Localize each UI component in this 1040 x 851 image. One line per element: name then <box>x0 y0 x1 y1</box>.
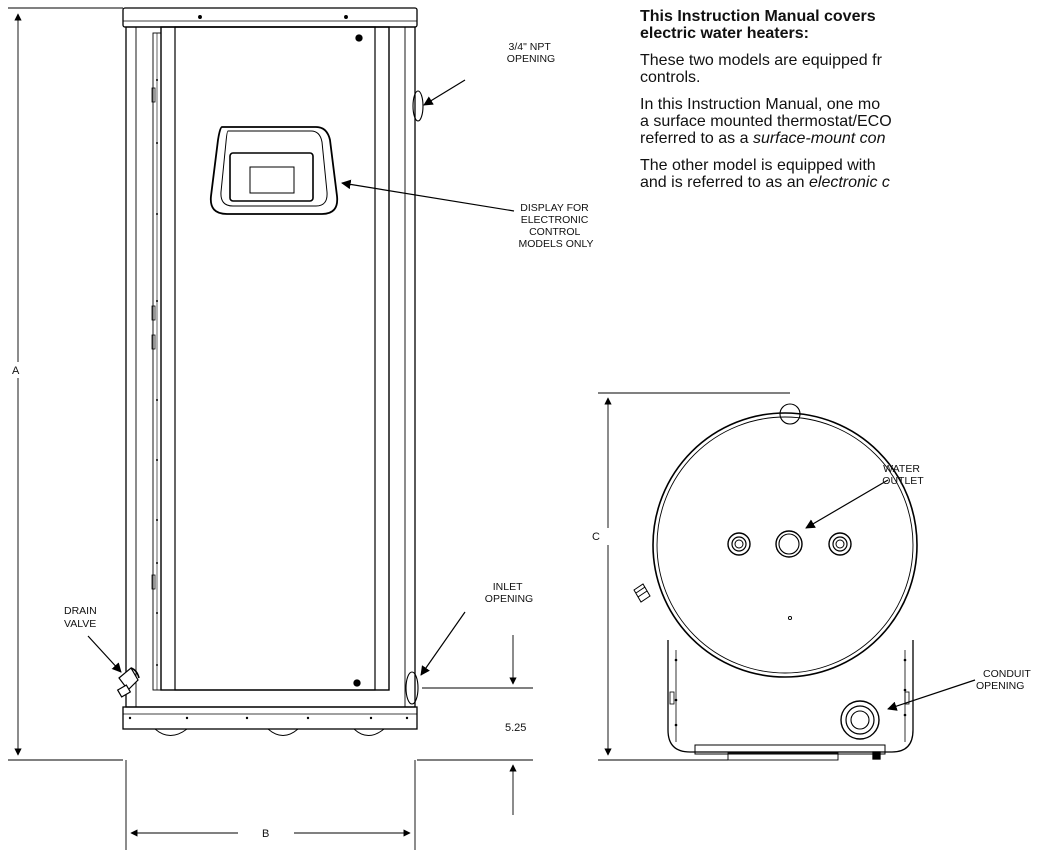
npt-opening-label: 3/4" NPT OPENING <box>507 41 555 65</box>
npt-opening <box>412 90 424 122</box>
top-cap <box>122 7 418 28</box>
dimension-a-label: A <box>12 365 20 377</box>
conduit-opening <box>840 700 880 740</box>
side-fitting <box>633 583 651 603</box>
heater-body <box>125 26 416 708</box>
display-label: DISPLAY FOR ELECTRONIC CONTROL MODELS ON… <box>518 202 593 250</box>
display-arrow <box>341 179 515 212</box>
intro-text: This Instruction Manual covers electric … <box>640 8 1040 201</box>
inlet-height-value: 5.25 <box>505 722 526 734</box>
outlet-left <box>727 532 751 556</box>
intro-paragraph-1: These two models are equipped fr control… <box>640 52 882 86</box>
outlet-right <box>828 532 852 556</box>
water-outlet-arrow <box>805 479 889 529</box>
bottom-housing <box>667 640 914 753</box>
inlet-opening <box>405 671 419 705</box>
display-screen <box>229 152 314 202</box>
front-view <box>116 7 424 736</box>
dimension-c-label: C <box>592 531 600 543</box>
conduit-arrow <box>887 679 976 711</box>
intro-paragraph-3: The other model is equipped with and is … <box>640 157 890 191</box>
inlet-arrow <box>420 611 466 676</box>
top-view <box>633 403 918 761</box>
dimension-b-label: B <box>262 828 269 840</box>
base <box>122 706 418 730</box>
water-outlet <box>775 530 803 558</box>
intro-paragraph-2: In this Instruction Manual, one mo a sur… <box>640 96 892 147</box>
drain-arrow <box>87 635 122 673</box>
intro-heading: This Instruction Manual covers electric … <box>640 8 876 42</box>
drain-valve <box>116 667 140 698</box>
drain-label: DRAIN VALVE <box>64 605 100 630</box>
tank-outline <box>652 412 918 678</box>
water-outlet-label: WATER OUTLET <box>882 463 924 487</box>
display-bezel <box>209 126 339 215</box>
inlet-label: INLET OPENING <box>485 581 533 605</box>
conduit-label: CONDUIT OPENING <box>976 668 1034 692</box>
npt-arrow <box>423 79 466 106</box>
